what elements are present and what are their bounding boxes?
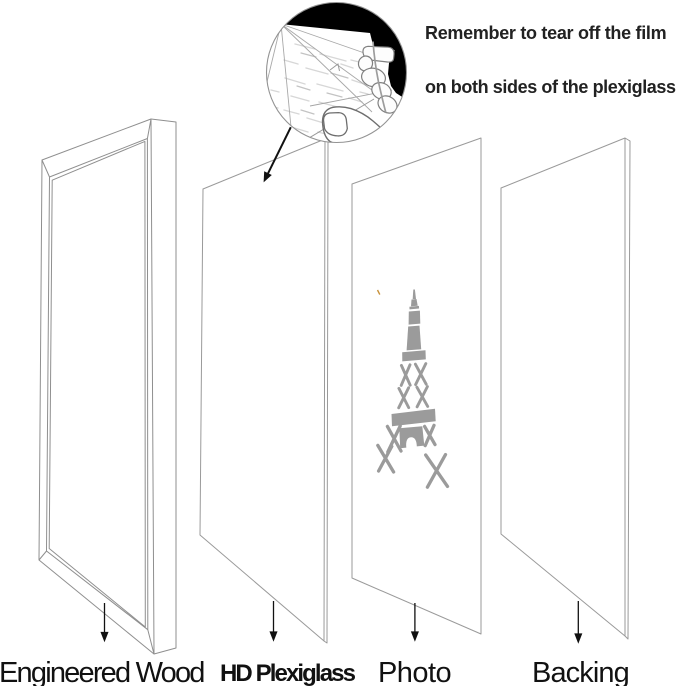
svg-text:Remember to tear off the film: Remember to tear off the film xyxy=(425,23,666,43)
svg-text:Engineered Wood: Engineered Wood xyxy=(0,657,204,686)
svg-text:Backing: Backing xyxy=(532,657,629,686)
svg-text:HD Plexiglass: HD Plexiglass xyxy=(220,660,356,686)
svg-text:on both sides of the plexiglas: on both sides of the plexiglass xyxy=(425,77,676,97)
svg-text:Photo: Photo xyxy=(378,657,451,686)
